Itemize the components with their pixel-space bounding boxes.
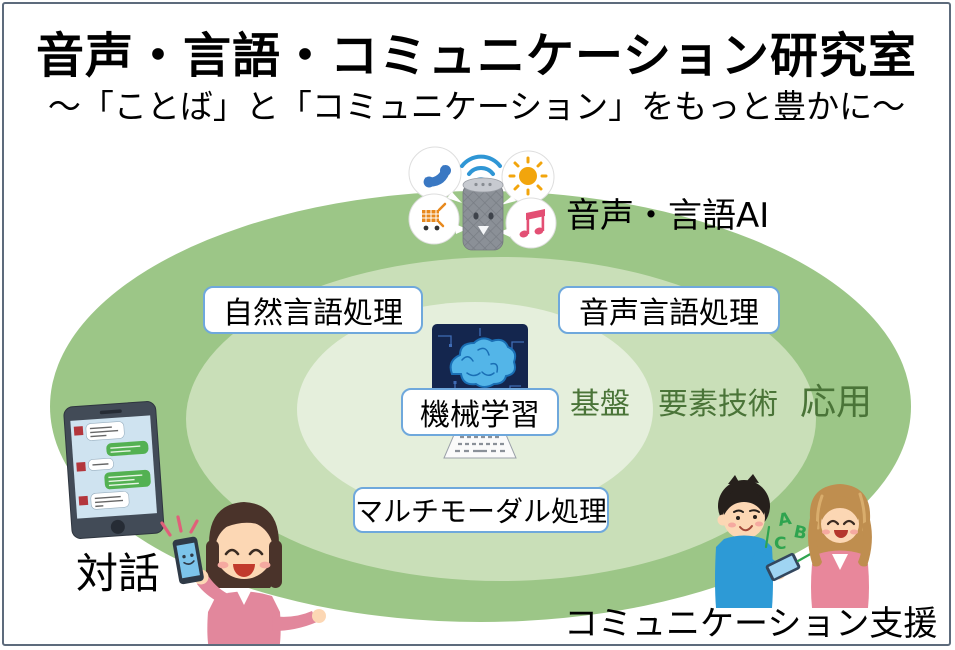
phone-call-bubble-icon <box>408 146 462 203</box>
annotation-communication-support: コミュニケーション支援 <box>564 604 938 644</box>
listening-woman <box>808 484 872 608</box>
translation-pair-illustration: A C B <box>715 474 872 608</box>
assistant-phone-icon <box>172 536 204 585</box>
annotation-speech-language-ai: 音声・言語AI <box>566 196 770 236</box>
wifi-icon <box>460 154 502 183</box>
ai-brain-monitor-icon <box>432 324 528 428</box>
box-machine-learning: 機械学習 <box>401 388 559 436</box>
box-multimodal-label: マルチモーダル処理 <box>355 495 608 528</box>
music-note-bubble-icon <box>499 197 557 249</box>
letter-b: B <box>792 522 809 544</box>
chat-bubbles <box>73 421 151 510</box>
letter-a: A <box>777 509 794 531</box>
box-speech-language-processing: 音声言語処理 <box>558 286 780 334</box>
shopping-cart-bubble-icon <box>408 193 467 245</box>
keyboard-icon <box>443 429 517 459</box>
smart-speaker-icon <box>462 177 504 251</box>
page-subtitle: ～「ことば」と「コミュニケーション」をもっと豊かに～ <box>47 87 906 126</box>
annotation-dialogue: 対話 <box>76 549 161 598</box>
ring-label-element-technology: 要素技術 <box>658 387 778 422</box>
chat-smartphone-icon <box>63 401 165 539</box>
page-title: 音声・言語・コミュニケーション研究室 <box>35 28 918 84</box>
box-ml-label: 機械学習 <box>420 398 540 433</box>
smart-speaker-icon-cluster <box>408 146 557 251</box>
man-with-phone <box>715 474 801 608</box>
box-multimodal-processing: マルチモーダル処理 <box>353 487 609 533</box>
woman-with-phone-illustration <box>160 502 326 644</box>
ring-label-application: 応用 <box>800 382 873 423</box>
letter-c: C <box>774 534 786 554</box>
sun-weather-bubble-icon <box>501 150 555 205</box>
brain-icon <box>449 337 517 388</box>
ring-label-foundation: 基盤 <box>570 387 630 422</box>
box-nlp-label: 自然言語処理 <box>223 296 403 331</box>
box-natural-language-processing: 自然言語処理 <box>203 286 423 334</box>
translation-letters: A C B <box>774 509 809 554</box>
speech-emphasis-lines <box>160 515 199 537</box>
box-speech-label: 音声言語処理 <box>579 296 759 331</box>
